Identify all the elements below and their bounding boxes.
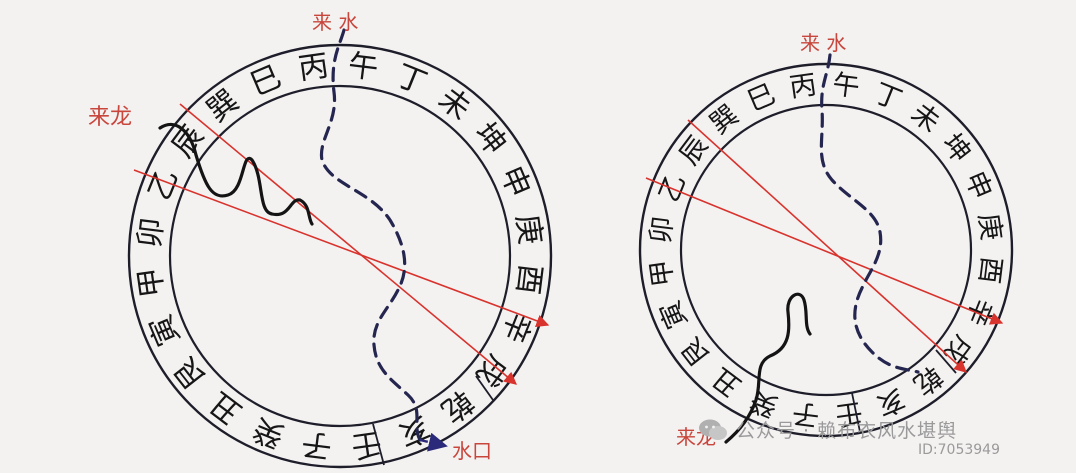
left-ring-outer (127, 43, 553, 469)
right-divider-1 (851, 392, 861, 433)
right-ring-char-7: 酉 (973, 255, 1007, 286)
right-incoming-water-label: 来 水 (800, 31, 846, 55)
left-ring-char-4: 坤 (467, 116, 513, 161)
right-ring-char-23: 巳 (743, 79, 780, 118)
left-ring-inner (168, 84, 512, 428)
right-dragon-line (724, 292, 812, 444)
right-ring-char-2: 丁 (869, 78, 906, 117)
left-ring-char-6: 庚 (509, 212, 548, 247)
left-divider-2 (475, 375, 494, 401)
right-ring-char-0: 丙 (787, 69, 818, 103)
left-ring-char-22: 巽 (200, 83, 245, 129)
right-divider-2 (935, 349, 957, 374)
left-dragon-label: 来龙 (88, 105, 132, 130)
left-ring-char-0: 丙 (296, 48, 331, 87)
right-ring-char-19: 卯 (645, 215, 679, 246)
watermark-account-id: ID:7053949 (918, 442, 1000, 458)
right-ring-char-5: 申 (958, 167, 997, 204)
left-axis-line-1 (179, 103, 517, 385)
left-ring-char-1: 午 (346, 48, 380, 86)
right-axis-line-1 (687, 119, 967, 373)
right-ring-char-6: 庚 (972, 211, 1006, 242)
left-ring-characters: 丙午丁未坤申庚酉辛戌乾亥壬子癸丑艮寅甲卯乙辰巽巳 (132, 48, 548, 464)
left-incoming-water-label: 来 水 (312, 10, 358, 34)
left-compass-diagram: 丙午丁未坤申庚酉辛戌乾亥壬子癸丑艮寅甲卯乙辰巽巳 来龙 来 水 水口 (88, 10, 553, 469)
left-ring-char-15: 丑 (203, 385, 248, 431)
left-ring-char-19: 卯 (132, 216, 170, 250)
left-ring-char-16: 艮 (167, 350, 213, 395)
right-ring-outer (638, 62, 1014, 438)
watermark: 公众号 · 赖布衣风水堪舆 ID:7053949 (690, 412, 1076, 473)
left-ring-char-18: 甲 (132, 265, 171, 300)
right-water-line (819, 53, 920, 374)
wechat-icon (699, 419, 727, 440)
left-axis-line-2 (133, 169, 550, 327)
left-ring-char-13: 子 (300, 425, 334, 463)
right-ring-char-13: 子 (791, 397, 822, 431)
left-ring-char-9: 戌 (469, 348, 515, 393)
left-divider-1 (372, 423, 385, 466)
right-ring-char-8: 辛 (960, 293, 999, 330)
left-water-exit-arrow (419, 432, 448, 452)
watermark-account-name: 公众号 · 赖布衣风水堪舆 (736, 420, 958, 442)
right-ring-inner (679, 103, 973, 397)
left-ring-char-7: 酉 (509, 262, 547, 296)
left-ring-char-3: 未 (432, 81, 477, 127)
left-ring-char-10: 乾 (434, 383, 479, 429)
left-dragon-line (158, 122, 314, 226)
left-water-line (319, 28, 422, 442)
right-ring-char-18: 甲 (645, 257, 679, 288)
left-water-exit-label: 水口 (452, 439, 492, 463)
right-ring-char-1: 午 (831, 69, 862, 103)
right-ring-char-17: 寅 (655, 296, 694, 333)
right-axis-line-2 (645, 177, 1004, 325)
